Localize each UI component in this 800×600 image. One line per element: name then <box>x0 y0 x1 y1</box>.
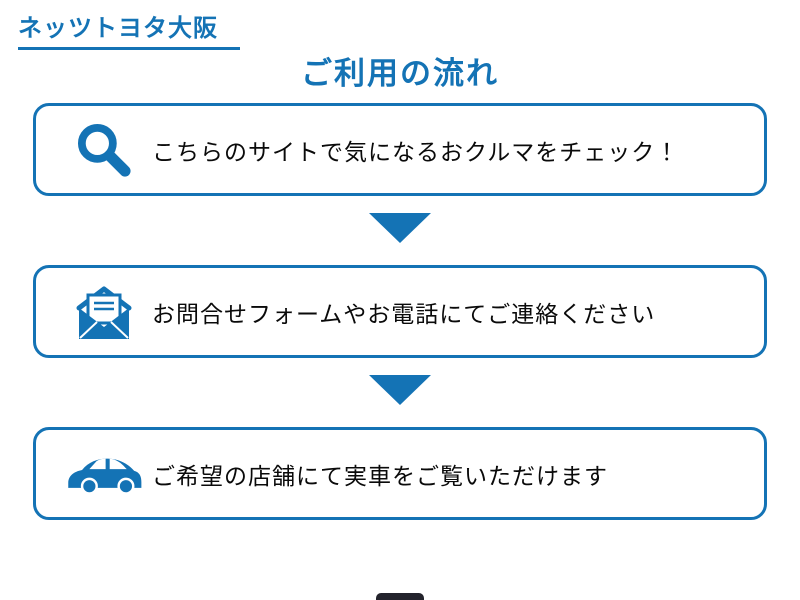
car-icon <box>56 451 152 497</box>
logo-text: ネッツトヨタ大阪 <box>18 15 218 42</box>
usage-flow: こちらのサイトで気になるおクルマをチェック！ お問合せフォームやお電話にてご連絡… <box>33 103 767 520</box>
step-label: お問合せフォームやお電話にてご連絡ください <box>152 300 656 327</box>
logo-underline <box>18 47 240 50</box>
down-arrow-icon <box>369 213 431 243</box>
logo: ネッツトヨタ大阪 <box>18 8 240 50</box>
step-box-check-site: こちらのサイトで気になるおクルマをチェック！ <box>33 103 767 196</box>
search-icon <box>56 119 152 181</box>
down-arrow-icon <box>369 375 431 405</box>
page-title: ご利用の流れ <box>301 56 499 91</box>
step-label: こちらのサイトで気になるおクルマをチェック！ <box>152 138 680 165</box>
step-box-contact: お問合せフォームやお電話にてご連絡ください <box>33 265 767 358</box>
cutoff-artifact <box>376 593 424 600</box>
open-envelope-icon <box>56 281 152 343</box>
step-box-visit-shop: ご希望の店舗にて実車をご覧いただけます <box>33 427 767 520</box>
step-label: ご希望の店舗にて実車をご覧いただけます <box>152 462 608 489</box>
